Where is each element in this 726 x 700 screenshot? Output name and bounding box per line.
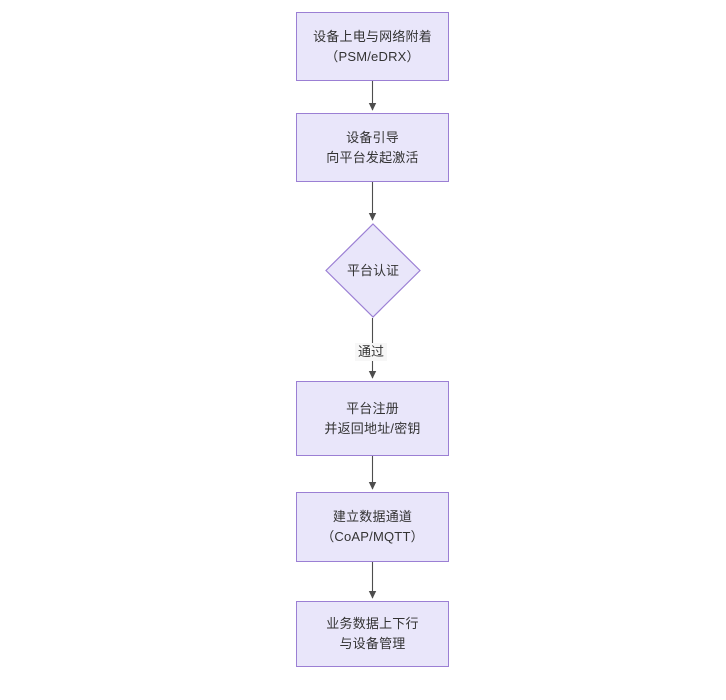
node-device-power-on[interactable]: 设备上电与网络附着 （PSM/eDRX）: [296, 12, 449, 81]
node-establish-data-channel[interactable]: 建立数据通道 （CoAP/MQTT）: [296, 492, 449, 562]
node-platform-registration[interactable]: 平台注册 并返回地址/密钥: [296, 381, 449, 456]
diamond-shape-icon: [325, 223, 421, 318]
node-business-data-and-device-management[interactable]: 业务数据上下行 与设备管理: [296, 601, 449, 667]
node-label-line1: 平台注册: [346, 400, 399, 416]
node-label-line1: 设备上电与网络附着: [313, 28, 432, 44]
node-platform-authentication[interactable]: 平台认证: [325, 223, 421, 318]
node-label-line2: 与设备管理: [339, 636, 406, 651]
node-label-line1: 建立数据通道: [332, 509, 413, 524]
node-device-bootstrap[interactable]: 设备引导 向平台发起激活: [296, 113, 449, 182]
node-label-line2: （PSM/eDRX）: [325, 48, 420, 64]
edge-label-pass: 通过: [355, 343, 388, 361]
node-label-line2: （CoAP/MQTT）: [321, 529, 424, 544]
node-label-line2: 并返回地址/密钥: [324, 420, 421, 436]
node-label-line1: 平台认证: [346, 262, 399, 278]
node-label-line1: 业务数据上下行: [326, 616, 419, 631]
node-label-line1: 设备引导: [346, 129, 399, 145]
node-label-line2: 向平台发起激活: [326, 149, 419, 165]
